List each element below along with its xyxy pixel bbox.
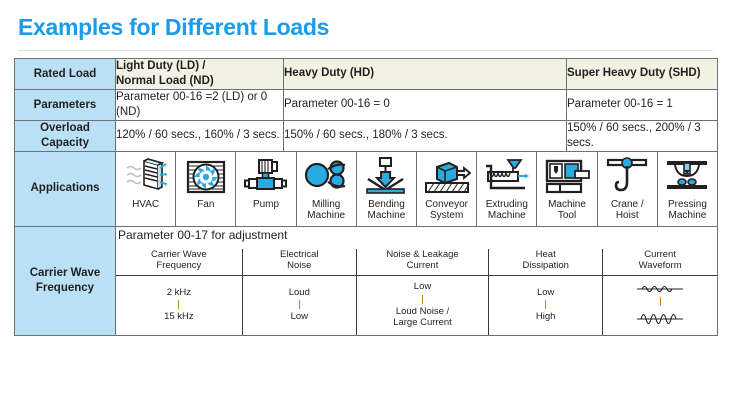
application-label-hvac: HVAC bbox=[132, 198, 160, 210]
cw-heat-top: Low bbox=[536, 287, 555, 299]
carrier-wave-subtable-value-row: 2 kHz 15 kHz Loud Low bbox=[116, 275, 717, 335]
smooth-sine-wave-icon bbox=[637, 285, 684, 293]
cw-leakage-connector bbox=[422, 294, 423, 304]
application-label-crane-hoist: Crane / Hoist bbox=[610, 198, 644, 222]
table-row-carrier-wave-frequency: Carrier Wave Frequency Parameter 00-17 f… bbox=[14, 225, 718, 336]
application-item-extruding-machine[interactable]: Extruding Machine bbox=[477, 151, 538, 226]
carrier-wave-note: Parameter 00-17 for adjustment bbox=[118, 227, 288, 242]
carrier-wave-subtable-header-row: Carrier Wave Frequency Electrical Noise … bbox=[116, 248, 717, 277]
row-header-applications: Applications bbox=[14, 150, 116, 227]
cw-noise-top: Loud bbox=[288, 287, 310, 299]
application-item-fan[interactable]: Fan bbox=[176, 151, 237, 226]
application-label-conveyor-system: Conveyor System bbox=[425, 198, 469, 222]
application-item-pressing-machine[interactable]: Pressing Machine bbox=[658, 152, 717, 226]
subtable-cell-electrical-noise: Loud Low bbox=[242, 275, 357, 335]
cw-leakage-bottom: Loud Noise / Large Current bbox=[393, 305, 452, 329]
crane-hoist-icon bbox=[599, 156, 656, 197]
table-row-rated-load: Rated Load Light Duty (LD) / Normal Load… bbox=[14, 58, 718, 90]
row-header-parameters: Parameters bbox=[14, 88, 116, 121]
row-header-overload-capacity: Overload Capacity bbox=[14, 119, 116, 152]
cw-leakage-top: Low bbox=[413, 281, 432, 293]
cell-rated-load-light-duty: Light Duty (LD) / Normal Load (ND) bbox=[115, 58, 284, 90]
hvac-icon bbox=[117, 157, 174, 197]
cell-overload-shd: 150% / 60 secs., 200% / 3 secs. bbox=[566, 119, 718, 152]
application-item-conveyor-system[interactable]: Conveyor System bbox=[417, 151, 478, 226]
applications-strip: HVAC bbox=[116, 151, 717, 226]
cell-rated-load-super-heavy-duty: Super Heavy Duty (SHD) bbox=[566, 58, 718, 90]
subtable-header-electrical-noise: Electrical Noise bbox=[242, 248, 357, 277]
cell-overload-hd: 150% / 60 secs., 180% / 3 secs. bbox=[283, 119, 567, 152]
applications-cell: HVAC bbox=[115, 150, 718, 227]
subtable-header-carrier-wave-frequency: Carrier Wave Frequency bbox=[116, 248, 243, 277]
rated-load-ld-text: Light Duty (LD) / Normal Load (ND) bbox=[116, 60, 214, 87]
cell-parameters-ld: Parameter 00-16 =2 (LD) or 0 (ND) bbox=[115, 88, 284, 121]
cw-freq-top: 2 kHz bbox=[166, 287, 191, 299]
cw-freq-connector bbox=[178, 300, 180, 310]
cw-noise-bottom: Low bbox=[290, 311, 309, 323]
machine-tool-icon bbox=[538, 157, 595, 197]
application-label-machine-tool: Machine Tool bbox=[548, 198, 586, 222]
cw-waveform-pair bbox=[605, 282, 715, 328]
cell-overload-ld: 120% / 60 secs., 160% / 3 secs. bbox=[115, 119, 284, 152]
cw-noise-connector bbox=[298, 300, 300, 310]
cw-heat-pair: Low High bbox=[491, 287, 600, 323]
cell-rated-load-heavy-duty: Heavy Duty (HD) bbox=[283, 58, 567, 90]
carrier-wave-label: Carrier Wave Frequency bbox=[29, 267, 101, 294]
application-item-machine-tool[interactable]: Machine Tool bbox=[537, 151, 598, 226]
overload-capacity-label: Overload Capacity bbox=[40, 122, 90, 149]
pump-icon bbox=[237, 157, 294, 197]
table-row-applications: Applications bbox=[14, 150, 718, 227]
cw-freq-bottom: 15 kHz bbox=[164, 311, 194, 323]
cell-parameters-shd: Parameter 00-16 = 1 bbox=[566, 88, 718, 121]
cw-waveform-connector bbox=[659, 296, 661, 306]
carrier-wave-cell: Parameter 00-17 for adjustment Carrier W… bbox=[115, 225, 718, 336]
row-header-rated-load: Rated Load bbox=[14, 58, 116, 90]
application-label-pump: Pump bbox=[252, 198, 280, 210]
application-item-pump[interactable]: Pump bbox=[236, 151, 297, 226]
rated-load-hd-text: Heavy Duty (HD) bbox=[284, 67, 375, 80]
application-item-bending-machine[interactable]: Bending Machine bbox=[357, 151, 418, 226]
cw-noise-pair: Loud Low bbox=[245, 287, 354, 323]
bending-machine-icon bbox=[358, 156, 415, 197]
cw-leakage-pair: Low Loud Noise / Large Current bbox=[359, 281, 486, 328]
title-divider bbox=[18, 50, 713, 51]
table-row-parameters: Parameters Parameter 00-16 =2 (LD) or 0 … bbox=[14, 88, 718, 121]
carrier-wave-subtable: Carrier Wave Frequency Electrical Noise … bbox=[116, 248, 717, 335]
pressing-machine-icon bbox=[659, 157, 716, 197]
subtable-header-current-waveform: Current Waveform bbox=[602, 248, 717, 277]
milling-machine-icon bbox=[298, 157, 355, 197]
subtable-header-noise-leakage-current: Noise & Leakage Current bbox=[356, 248, 490, 277]
application-label-pressing-machine: Pressing Machine bbox=[667, 198, 707, 222]
subtable-header-heat-dissipation: Heat Dissipation bbox=[488, 248, 604, 277]
cell-parameters-hd: Parameter 00-16 = 0 bbox=[283, 88, 567, 121]
row-header-carrier-wave-frequency: Carrier Wave Frequency bbox=[14, 225, 116, 336]
conveyor-system-icon bbox=[418, 157, 475, 197]
subtable-cell-heat-dissipation: Low High bbox=[488, 275, 604, 335]
page-title: Examples for Different Loads bbox=[18, 14, 330, 40]
application-label-fan: Fan bbox=[197, 198, 215, 210]
cw-heat-connector bbox=[545, 300, 547, 310]
application-item-milling-machine[interactable]: Milling Machine bbox=[297, 151, 357, 226]
extruding-machine-icon bbox=[478, 157, 535, 197]
subtable-cell-noise-leakage-current: Low Loud Noise / Large Current bbox=[356, 275, 490, 335]
application-item-crane-hoist[interactable]: Crane / Hoist bbox=[598, 151, 658, 226]
application-label-bending-machine: Bending Machine bbox=[367, 198, 406, 222]
loads-comparison-table: Rated Load Light Duty (LD) / Normal Load… bbox=[14, 58, 718, 336]
application-item-hvac[interactable]: HVAC bbox=[116, 151, 177, 226]
table-row-overload-capacity: Overload Capacity 120% / 60 secs., 160% … bbox=[14, 119, 718, 152]
cw-heat-bottom: High bbox=[535, 311, 556, 323]
distorted-sine-wave-icon bbox=[637, 313, 684, 325]
fan-icon bbox=[177, 157, 234, 197]
application-label-extruding-machine: Extruding Machine bbox=[485, 198, 528, 222]
rated-load-shd-text: Super Heavy Duty (SHD) bbox=[567, 67, 701, 80]
application-label-milling-machine: Milling Machine bbox=[307, 198, 346, 222]
cw-freq-pair: 2 kHz 15 kHz bbox=[118, 287, 240, 323]
subtable-cell-carrier-wave-frequency: 2 kHz 15 kHz bbox=[116, 275, 243, 335]
subtable-cell-current-waveform bbox=[603, 276, 717, 335]
